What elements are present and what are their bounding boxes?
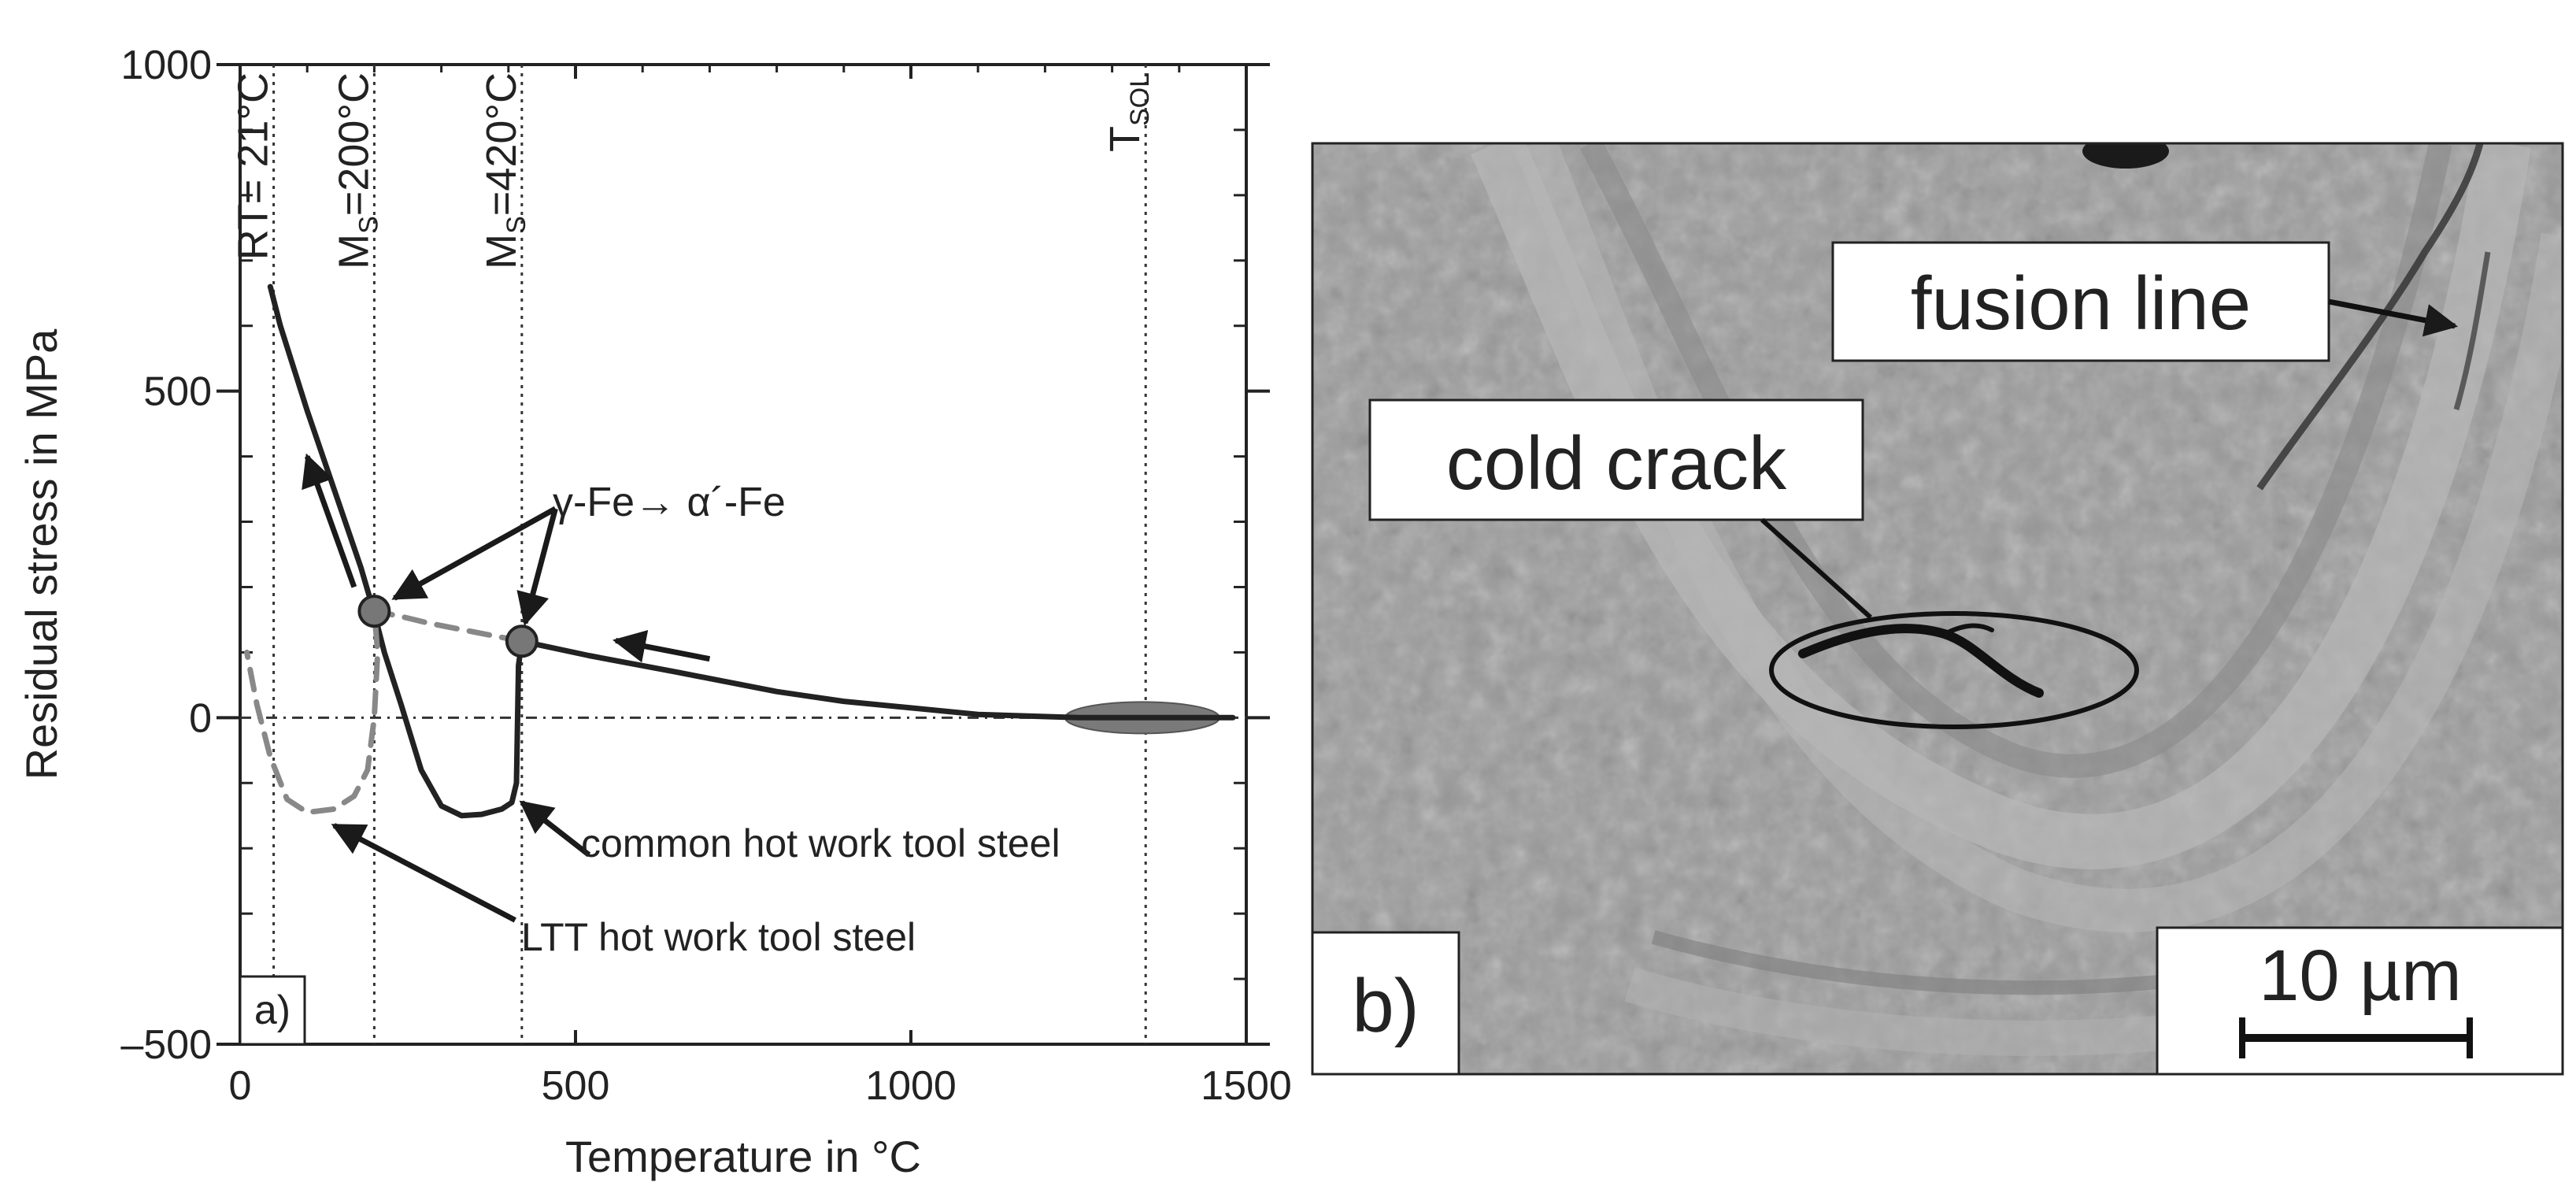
x-tick-label: 500 [542,1063,610,1109]
reference-lines: RT= 21°C MS=200°C MS=420°C TSOL [230,65,1155,1044]
series-ltt-steel [244,608,525,816]
y-tick-label: 0 [189,695,212,741]
fusion-line-label: fusion line [1911,261,2251,346]
y-axis-title: Residual stress in MPa [17,328,66,780]
x-tick-label: 1500 [1201,1063,1292,1109]
transformation-points [357,595,539,658]
panel-b-label-box [1311,931,1460,1076]
transformation-annotation: γ-Fe→ α´-Fe [553,480,786,525]
cold-crack-leader [1760,517,1873,620]
crack-outline [1769,611,2139,729]
transformation-arrow [516,508,558,627]
series-curves [244,284,1236,819]
scale-bar-box [2156,926,2564,1076]
x-axis-ticks: 0 500 1000 1500 [229,65,1292,1109]
micrograph-frame [1311,142,2564,1076]
chart-arrows [302,453,711,923]
y-tick-label: –500 [120,1022,212,1068]
y-tick-label: 1000 [120,43,212,88]
reference-line-label: RT= 21°C [230,72,277,260]
y-axis-ticks: –500 0 500 1000 [120,43,1270,1068]
panel-a-label-box [239,975,306,1046]
fusion-line-arrow [2328,298,2459,337]
cold-crack-box [1368,398,1864,521]
y-minor-ticks [240,65,1246,980]
common-steel-arrow [519,800,591,858]
series-common-steel [267,284,1236,819]
residual-stress-chart: 0 500 1000 1500 –500 0 500 1000 RT= 21°C MS=200… [17,43,1292,1181]
x-tick-label: 1000 [865,1063,957,1109]
ltt-steel-arrow [331,823,516,923]
transformation-arrow [391,506,557,601]
scale-bar [2239,1017,2473,1058]
panel-a-label: a) [254,988,291,1033]
common-steel-annotation: common hot work tool steel [581,821,1060,865]
transformation-point [505,624,539,658]
ltt-steel-annotation: LTT hot work tool steel [521,915,916,959]
x-tick-label: 0 [229,1063,252,1109]
reference-line-label: TSOL [1101,72,1155,152]
x-axis-title: Temperature in °C [565,1132,921,1181]
plot-frame [239,63,1248,1046]
cooling-direction-arrow [302,453,357,588]
reference-line-label: MS=420°C [478,72,531,269]
panel-b-label: b) [1352,964,1419,1048]
reference-line-label: MS=200°C [330,72,383,269]
micrograph-panel: fusion line cold crack b) 10 µm [1311,142,2564,1076]
cold-crack-label: cold crack [1446,421,1787,506]
transformation-point [357,595,391,628]
y-tick-label: 500 [143,369,212,415]
fusion-line-box [1831,241,2330,362]
scale-bar-label: 10 µm [2259,936,2462,1016]
cooling-direction-arrow [612,630,711,663]
